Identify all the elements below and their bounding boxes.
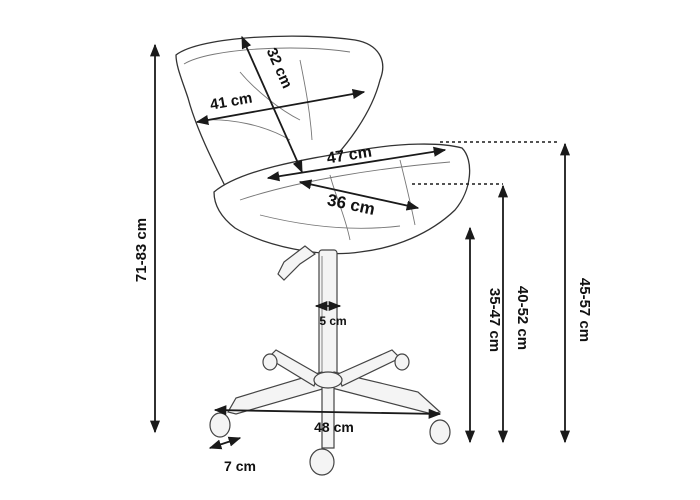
- base-diameter-label: 48 cm: [314, 419, 354, 435]
- dimension-labels: 71-83 cm 32 cm 41 cm 47 cm 36 cm 5 cm 48…: [133, 45, 593, 474]
- height-1-label: 35-47 cm: [486, 288, 503, 352]
- caster-size-label: 7 cm: [224, 458, 256, 474]
- caster-wheels: [209, 353, 451, 476]
- seat-width-arrow: [266, 146, 447, 182]
- dimension-lines: [149, 35, 571, 450]
- caster-size-arrow: [208, 436, 242, 450]
- seat-depth-arrow: [298, 179, 420, 211]
- height-3-label: 45-57 cm: [576, 278, 593, 342]
- overall-height-label: 71-83 cm: [133, 218, 150, 282]
- height-lever: [277, 245, 317, 281]
- height-2-label: 40-52 cm: [514, 286, 531, 350]
- seat-width-label: 47 cm: [326, 144, 373, 168]
- backrest-width-arrow: [195, 89, 366, 125]
- gas-lift-label: 5 cm: [319, 314, 346, 328]
- base-diameter-arrow: [213, 405, 442, 419]
